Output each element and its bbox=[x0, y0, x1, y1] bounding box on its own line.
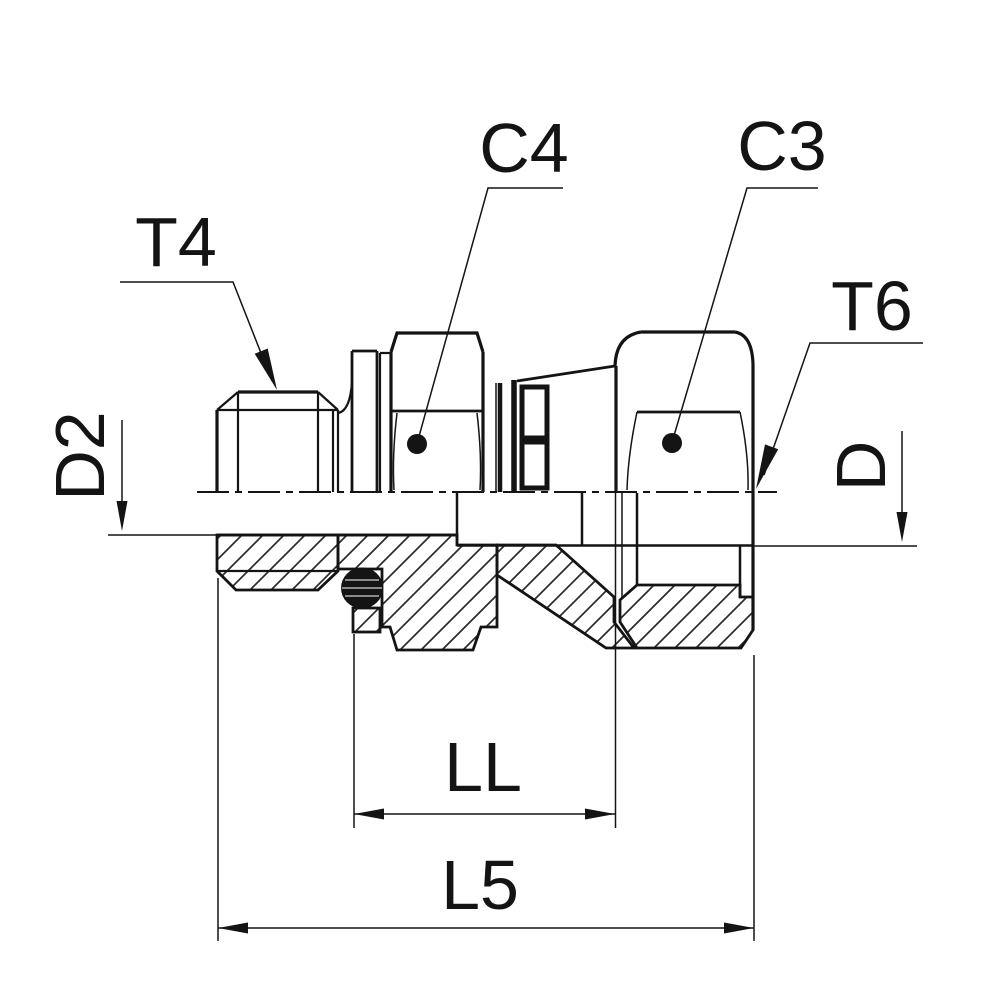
t4-leader-arrowhead bbox=[254, 348, 277, 390]
wrench-slot-lower bbox=[519, 439, 550, 491]
dimension-label-ll: LL bbox=[444, 728, 522, 806]
callout-label-t4: T4 bbox=[135, 203, 217, 281]
l5-arrowhead-left bbox=[218, 922, 248, 934]
dimension-l5: L5 bbox=[217, 578, 755, 941]
dimension-label-d2: D2 bbox=[41, 411, 119, 500]
body-nose-section bbox=[495, 543, 637, 650]
t6-leader-arrowhead bbox=[756, 444, 779, 489]
callout-label-t6: T6 bbox=[831, 267, 913, 345]
callout-c3: C3 bbox=[662, 107, 827, 453]
dimension-label-d: D bbox=[822, 441, 900, 492]
d2-arrowhead bbox=[116, 501, 128, 531]
outline-view-upper-half bbox=[215, 330, 755, 492]
retaining-washer bbox=[350, 349, 391, 492]
callout-t4: T4 bbox=[120, 203, 277, 390]
section-view-lower-half bbox=[215, 492, 755, 652]
swivel-nut-section bbox=[618, 583, 755, 650]
callout-c4: C4 bbox=[407, 109, 569, 454]
dimension-label-l5: L5 bbox=[441, 846, 519, 924]
male-thread-end bbox=[215, 381, 354, 492]
c3-leader-dot bbox=[662, 433, 682, 453]
dimension-ll: LL bbox=[353, 366, 617, 828]
c4-leader-dot bbox=[407, 434, 427, 454]
body-hex bbox=[389, 331, 485, 492]
l5-arrowhead-right bbox=[724, 922, 754, 934]
d-arrowhead bbox=[896, 512, 908, 542]
wrench-slot-upper bbox=[519, 384, 550, 441]
ll-arrowhead-right bbox=[585, 808, 615, 820]
callout-label-c4: C4 bbox=[479, 109, 568, 187]
o-ring-seal bbox=[341, 567, 383, 609]
washer-section bbox=[351, 606, 382, 634]
male-thread-section bbox=[215, 533, 340, 592]
swivel-nut-hex bbox=[613, 330, 755, 492]
callout-label-c3: C3 bbox=[737, 107, 826, 185]
ll-arrowhead-left bbox=[354, 808, 384, 820]
dimension-d2: D2 bbox=[41, 411, 217, 536]
callout-t6: T6 bbox=[756, 267, 923, 489]
swivel-collar bbox=[495, 364, 616, 492]
dimension-d: D bbox=[753, 431, 917, 547]
